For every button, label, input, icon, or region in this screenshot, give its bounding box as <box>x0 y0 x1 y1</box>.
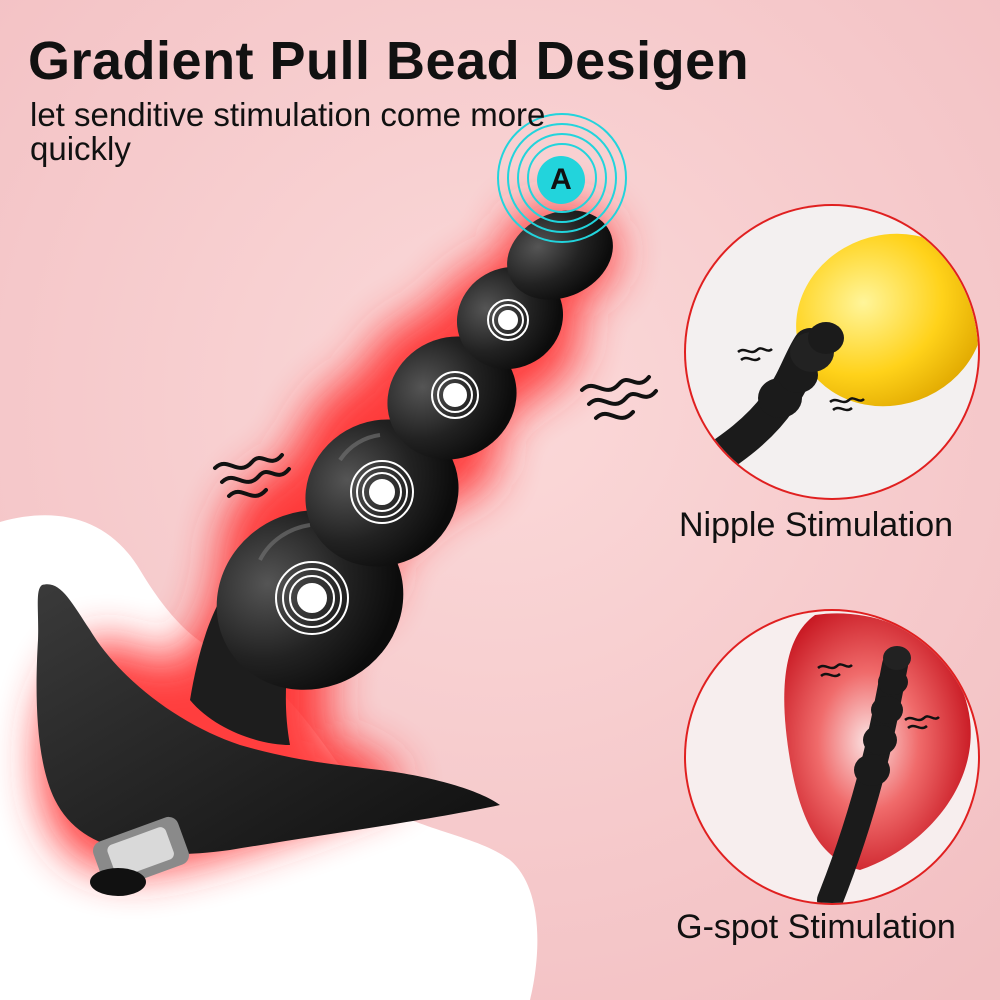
page-title: Gradient Pull Bead Desigen <box>28 31 750 91</box>
tip-marker-badge: A <box>537 156 585 204</box>
g-spot-stimulation-inset <box>684 609 980 905</box>
vibration-wave-icon <box>213 375 658 498</box>
nipple-stimulation-inset <box>684 204 980 500</box>
nipple-stimulation-caption: Nipple Stimulation <box>678 506 954 544</box>
vibration-rings-icon <box>275 299 529 635</box>
page-subtitle: let senditive stimulation come more quic… <box>30 96 546 167</box>
g-spot-stimulation-caption: G-spot Stimulation <box>676 908 956 946</box>
